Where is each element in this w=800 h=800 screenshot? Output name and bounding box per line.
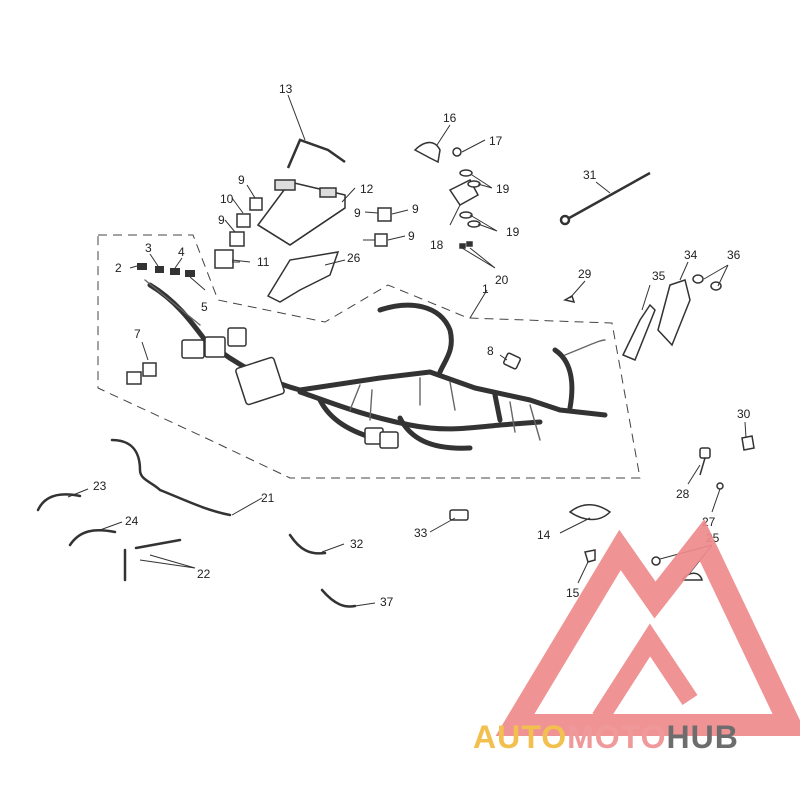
callout-34: 34 <box>684 248 698 262</box>
upper-components <box>413 141 481 249</box>
callout-21: 21 <box>261 491 275 505</box>
fuse-holder <box>126 362 157 385</box>
callout-33: 33 <box>414 526 428 540</box>
callout-24: 24 <box>125 514 139 528</box>
callout-32: 32 <box>350 537 364 551</box>
callout-8: 8 <box>487 344 494 358</box>
fuse-set <box>137 263 195 277</box>
callout-30: 30 <box>737 407 751 421</box>
watermark-auto: AUTO <box>473 719 567 755</box>
callout-9-c: 9 <box>354 206 361 220</box>
callout-4: 4 <box>178 245 185 259</box>
callout-5: 5 <box>201 300 208 314</box>
callout-15: 15 <box>566 586 580 600</box>
harness-connectors <box>181 327 521 449</box>
callout-19-b: 19 <box>506 225 520 239</box>
callout-20: 20 <box>495 273 509 287</box>
callout-7: 7 <box>134 327 141 341</box>
callout-31: 31 <box>583 168 597 182</box>
main-harness-detail <box>144 279 606 441</box>
callout-23: 23 <box>93 479 107 493</box>
callout-13: 13 <box>279 82 293 96</box>
watermark-moto: MOTO <box>567 719 666 755</box>
relays-left <box>214 197 263 269</box>
lower-parts <box>36 438 357 608</box>
right-side-parts <box>562 274 755 490</box>
callout-10: 10 <box>220 192 234 206</box>
callout-12: 12 <box>360 182 374 196</box>
callout-9-d: 9 <box>412 202 419 216</box>
watermark-hub: HUB <box>666 719 738 755</box>
leader-lines <box>67 94 747 607</box>
callout-17: 17 <box>489 134 503 148</box>
callout-1: 1 <box>482 282 489 296</box>
callout-36: 36 <box>727 248 741 262</box>
harness-boundary <box>97 234 641 479</box>
main-harness <box>147 282 608 451</box>
battery-strap <box>286 138 346 169</box>
callout-14: 14 <box>537 528 551 542</box>
callout-37: 37 <box>380 595 394 609</box>
watermark: AUTOMOTOHUB <box>473 519 800 755</box>
cable-tie <box>559 171 651 226</box>
callout-29: 29 <box>578 267 592 281</box>
battery-tray <box>266 251 340 303</box>
lower-small-parts <box>449 504 703 581</box>
callout-26: 26 <box>347 251 361 265</box>
watermark-text: AUTOMOTOHUB <box>473 719 739 755</box>
callout-9-b: 9 <box>218 213 225 227</box>
watermark-logo <box>495 519 800 736</box>
callout-9-e: 9 <box>408 229 415 243</box>
callout-18: 18 <box>430 238 444 252</box>
callout-16: 16 <box>443 111 457 125</box>
callout-2: 2 <box>115 261 122 275</box>
callout-19-a: 19 <box>496 182 510 196</box>
callout-3: 3 <box>145 241 152 255</box>
callout-22: 22 <box>197 567 211 581</box>
battery <box>256 179 346 246</box>
callout-35: 35 <box>652 269 666 283</box>
callout-11: 11 <box>257 255 270 269</box>
callout-28: 28 <box>676 487 690 501</box>
callout-9-a: 9 <box>238 173 245 187</box>
